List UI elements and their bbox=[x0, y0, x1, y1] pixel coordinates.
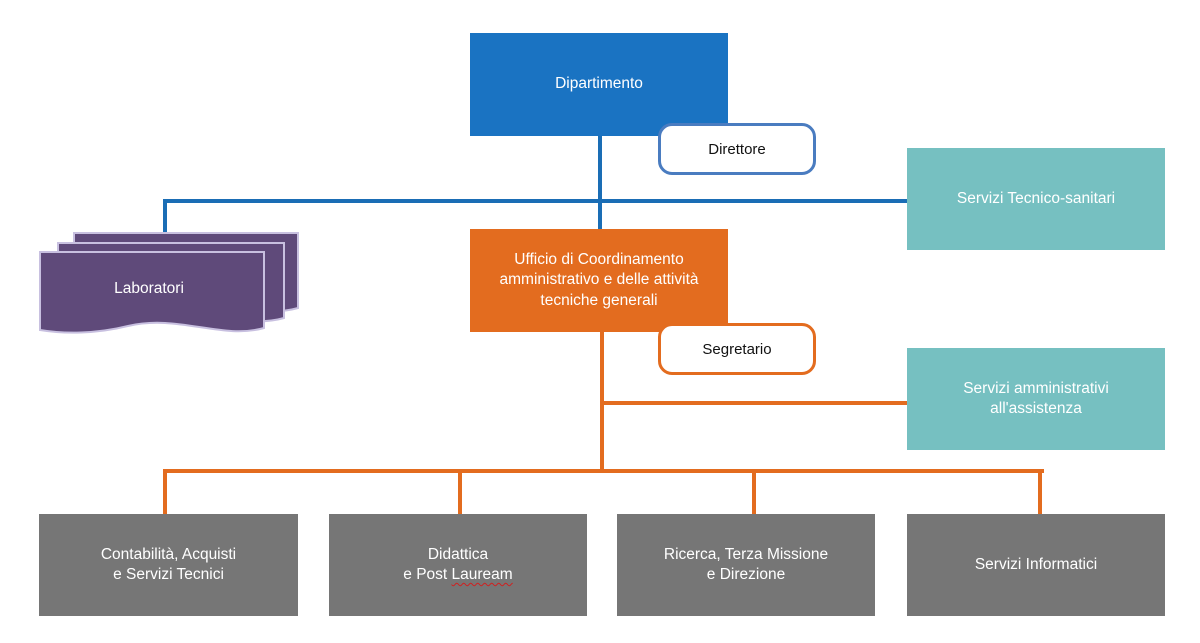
contabilita-label: Contabilità, Acquisti e Servizi Tecnici bbox=[100, 545, 237, 583]
connector-line bbox=[163, 469, 167, 515]
document-stack-shape bbox=[39, 232, 299, 334]
laboratori-label: Laboratori bbox=[114, 280, 184, 297]
connector-line bbox=[752, 469, 756, 515]
connector-line bbox=[163, 199, 908, 203]
ufficio-coordinamento-node: Ufficio di Coordinamento amministrativo … bbox=[470, 229, 728, 332]
ricerca-node: Ricerca, Terza Missione e Direzione bbox=[617, 514, 875, 616]
direttore-label: Direttore bbox=[708, 140, 766, 158]
didattica-node: Didattica e Post Lauream bbox=[329, 514, 587, 616]
dipartimento-node: Dipartimento bbox=[470, 33, 728, 136]
servizi-informatici-node: Servizi Informatici bbox=[907, 514, 1165, 616]
dipartimento-label: Dipartimento bbox=[555, 75, 643, 93]
didattica-line1: Didattica bbox=[427, 545, 489, 563]
contabilita-node: Contabilità, Acquisti e Servizi Tecnici bbox=[39, 514, 298, 616]
servizi-tecnico-sanitari-label: Servizi Tecnico-sanitari bbox=[956, 189, 1116, 207]
connector-line bbox=[163, 469, 1044, 473]
connector-line bbox=[458, 469, 462, 515]
didattica-label: Didattica e Post Lauream bbox=[403, 545, 512, 585]
servizi-informatici-label: Servizi Informatici bbox=[974, 555, 1098, 573]
connector-line bbox=[163, 199, 167, 237]
servizi-tecnico-sanitari-node: Servizi Tecnico-sanitari bbox=[907, 148, 1165, 250]
didattica-line2-word: Lauream bbox=[451, 566, 513, 583]
didattica-line2-prefix: e Post bbox=[403, 566, 452, 583]
segretario-node: Segretario bbox=[658, 323, 816, 375]
connector-line bbox=[600, 401, 908, 405]
servizi-amministrativi-node: Servizi amministrativi all'assistenza bbox=[907, 348, 1165, 450]
connector-line bbox=[1038, 469, 1042, 515]
servizi-amministrativi-label: Servizi amministrativi all'assistenza bbox=[963, 379, 1109, 417]
ricerca-label: Ricerca, Terza Missione e Direzione bbox=[663, 545, 829, 583]
segretario-label: Segretario bbox=[702, 340, 772, 358]
laboratori-node bbox=[39, 232, 299, 334]
connector-line bbox=[598, 135, 602, 230]
direttore-node: Direttore bbox=[658, 123, 816, 175]
ufficio-coordinamento-label: Ufficio di Coordinamento amministrativo … bbox=[499, 251, 699, 309]
